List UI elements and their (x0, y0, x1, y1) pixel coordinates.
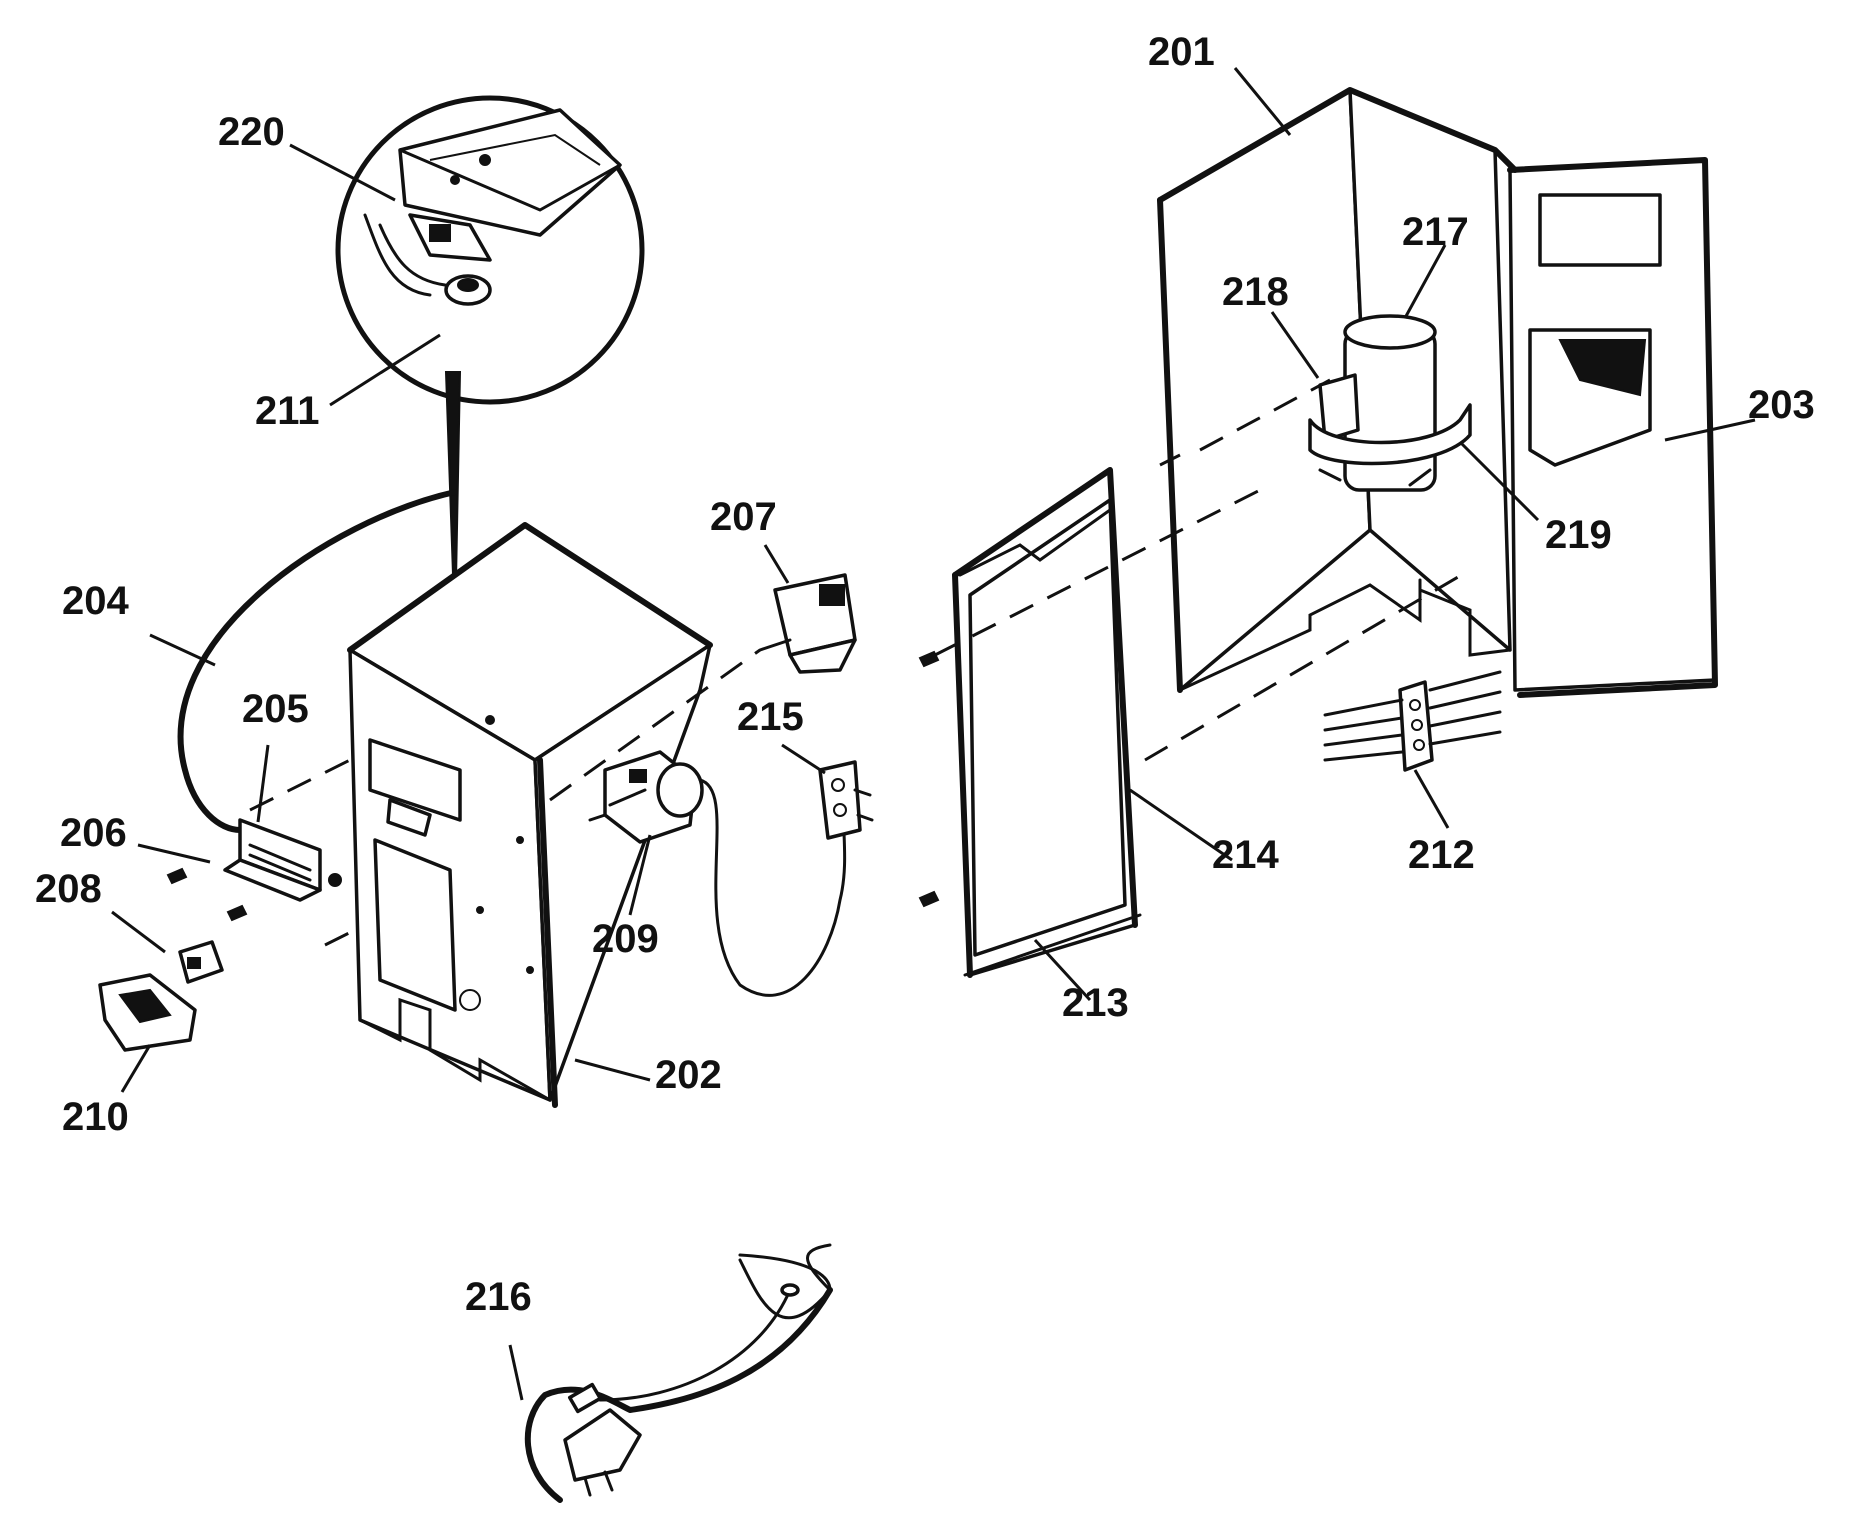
leader-lines (111, 67, 1756, 1401)
cabinet-201 (1157, 87, 1718, 698)
label-218: 218 (1222, 270, 1289, 314)
label-216: 216 (465, 1275, 532, 1319)
detail-circle (335, 95, 645, 633)
wire-harness-204 (177, 489, 458, 833)
label-202: 202 (655, 1053, 722, 1097)
switch-207 (758, 573, 857, 674)
thermostat-209 (588, 750, 847, 997)
power-cord-216 (524, 1243, 833, 1503)
label-219: 219 (1545, 513, 1612, 557)
label-212: 212 (1408, 833, 1475, 877)
terminal-block-212 (1323, 670, 1502, 772)
label-220: 220 (218, 110, 285, 154)
assembly-dashed-lines (249, 378, 1471, 947)
label-210: 210 (62, 1095, 129, 1139)
cover-210 (98, 973, 197, 1052)
switch-208 (178, 940, 224, 984)
label-215: 215 (737, 695, 804, 739)
part-labels: 201 202 203 204 205 206 207 208 209 210 … (35, 30, 1815, 1319)
label-201: 201 (1148, 30, 1215, 74)
label-211: 211 (255, 389, 320, 433)
label-204: 204 (62, 579, 129, 623)
label-217: 217 (1402, 210, 1469, 254)
label-203: 203 (1748, 383, 1815, 427)
label-208: 208 (35, 867, 102, 911)
switch-bracket-205 (223, 818, 342, 902)
panel-214 (952, 467, 1142, 978)
label-206: 206 (60, 811, 127, 855)
label-214: 214 (1212, 833, 1279, 877)
label-213: 213 (1062, 981, 1129, 1025)
label-209: 209 (592, 917, 659, 961)
label-207: 207 (710, 495, 777, 539)
label-205: 205 (242, 687, 309, 731)
bracket-215 (818, 760, 874, 840)
